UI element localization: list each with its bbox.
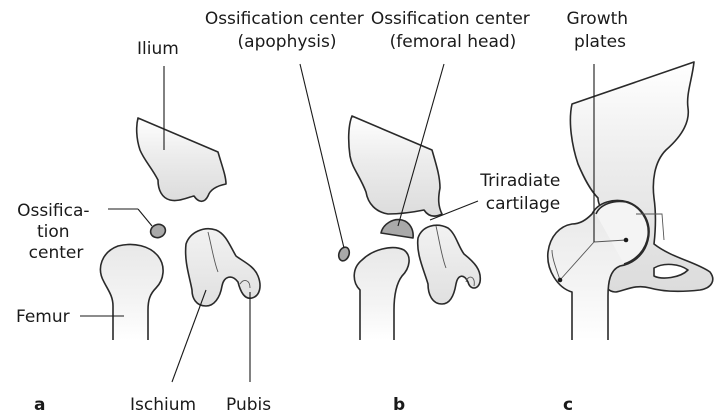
- leader-apophysis: [300, 64, 344, 248]
- panel-b: Ossification center (apophysis) Ossifica…: [205, 9, 566, 415]
- label-femur: Femur: [16, 307, 70, 327]
- leader-ossification-a2: [138, 209, 152, 226]
- panel-label-c: c: [563, 395, 573, 415]
- growth-plate-dot-1: [624, 238, 629, 243]
- label-triradiate-cartilage: Triradiate cartilage: [479, 171, 565, 214]
- femur-a: [100, 244, 163, 340]
- label-ischium: Ischium: [130, 395, 196, 415]
- panel-c: Growth plates c: [548, 9, 713, 415]
- label-ossification-center-a: Ossifica- tion center: [17, 201, 95, 263]
- ossification-apophysis-b: [337, 246, 351, 263]
- label-ilium: Ilium: [137, 39, 179, 59]
- ilium-bone-a: [137, 118, 226, 201]
- panel-a: Ilium Ossifica- tion center Femur Ischiu…: [16, 39, 271, 415]
- panel-label-a: a: [34, 395, 45, 415]
- femur-b: [354, 248, 409, 340]
- ilium-bone-b: [349, 116, 442, 216]
- ossification-femoral-head-b: [381, 220, 413, 238]
- growth-plate-dot-2: [558, 278, 563, 283]
- label-ossification-apophysis: Ossification center (apophysis): [205, 9, 369, 52]
- ischium-pubis-a: [186, 229, 260, 306]
- label-ossification-femoral-head: Ossification center (femoral head): [371, 9, 535, 52]
- panel-label-b: b: [393, 395, 405, 415]
- label-pubis: Pubis: [226, 395, 271, 415]
- ischium-pubis-b: [418, 225, 481, 304]
- leader-ischium: [172, 290, 206, 382]
- label-growth-plates: Growth plates: [567, 9, 634, 52]
